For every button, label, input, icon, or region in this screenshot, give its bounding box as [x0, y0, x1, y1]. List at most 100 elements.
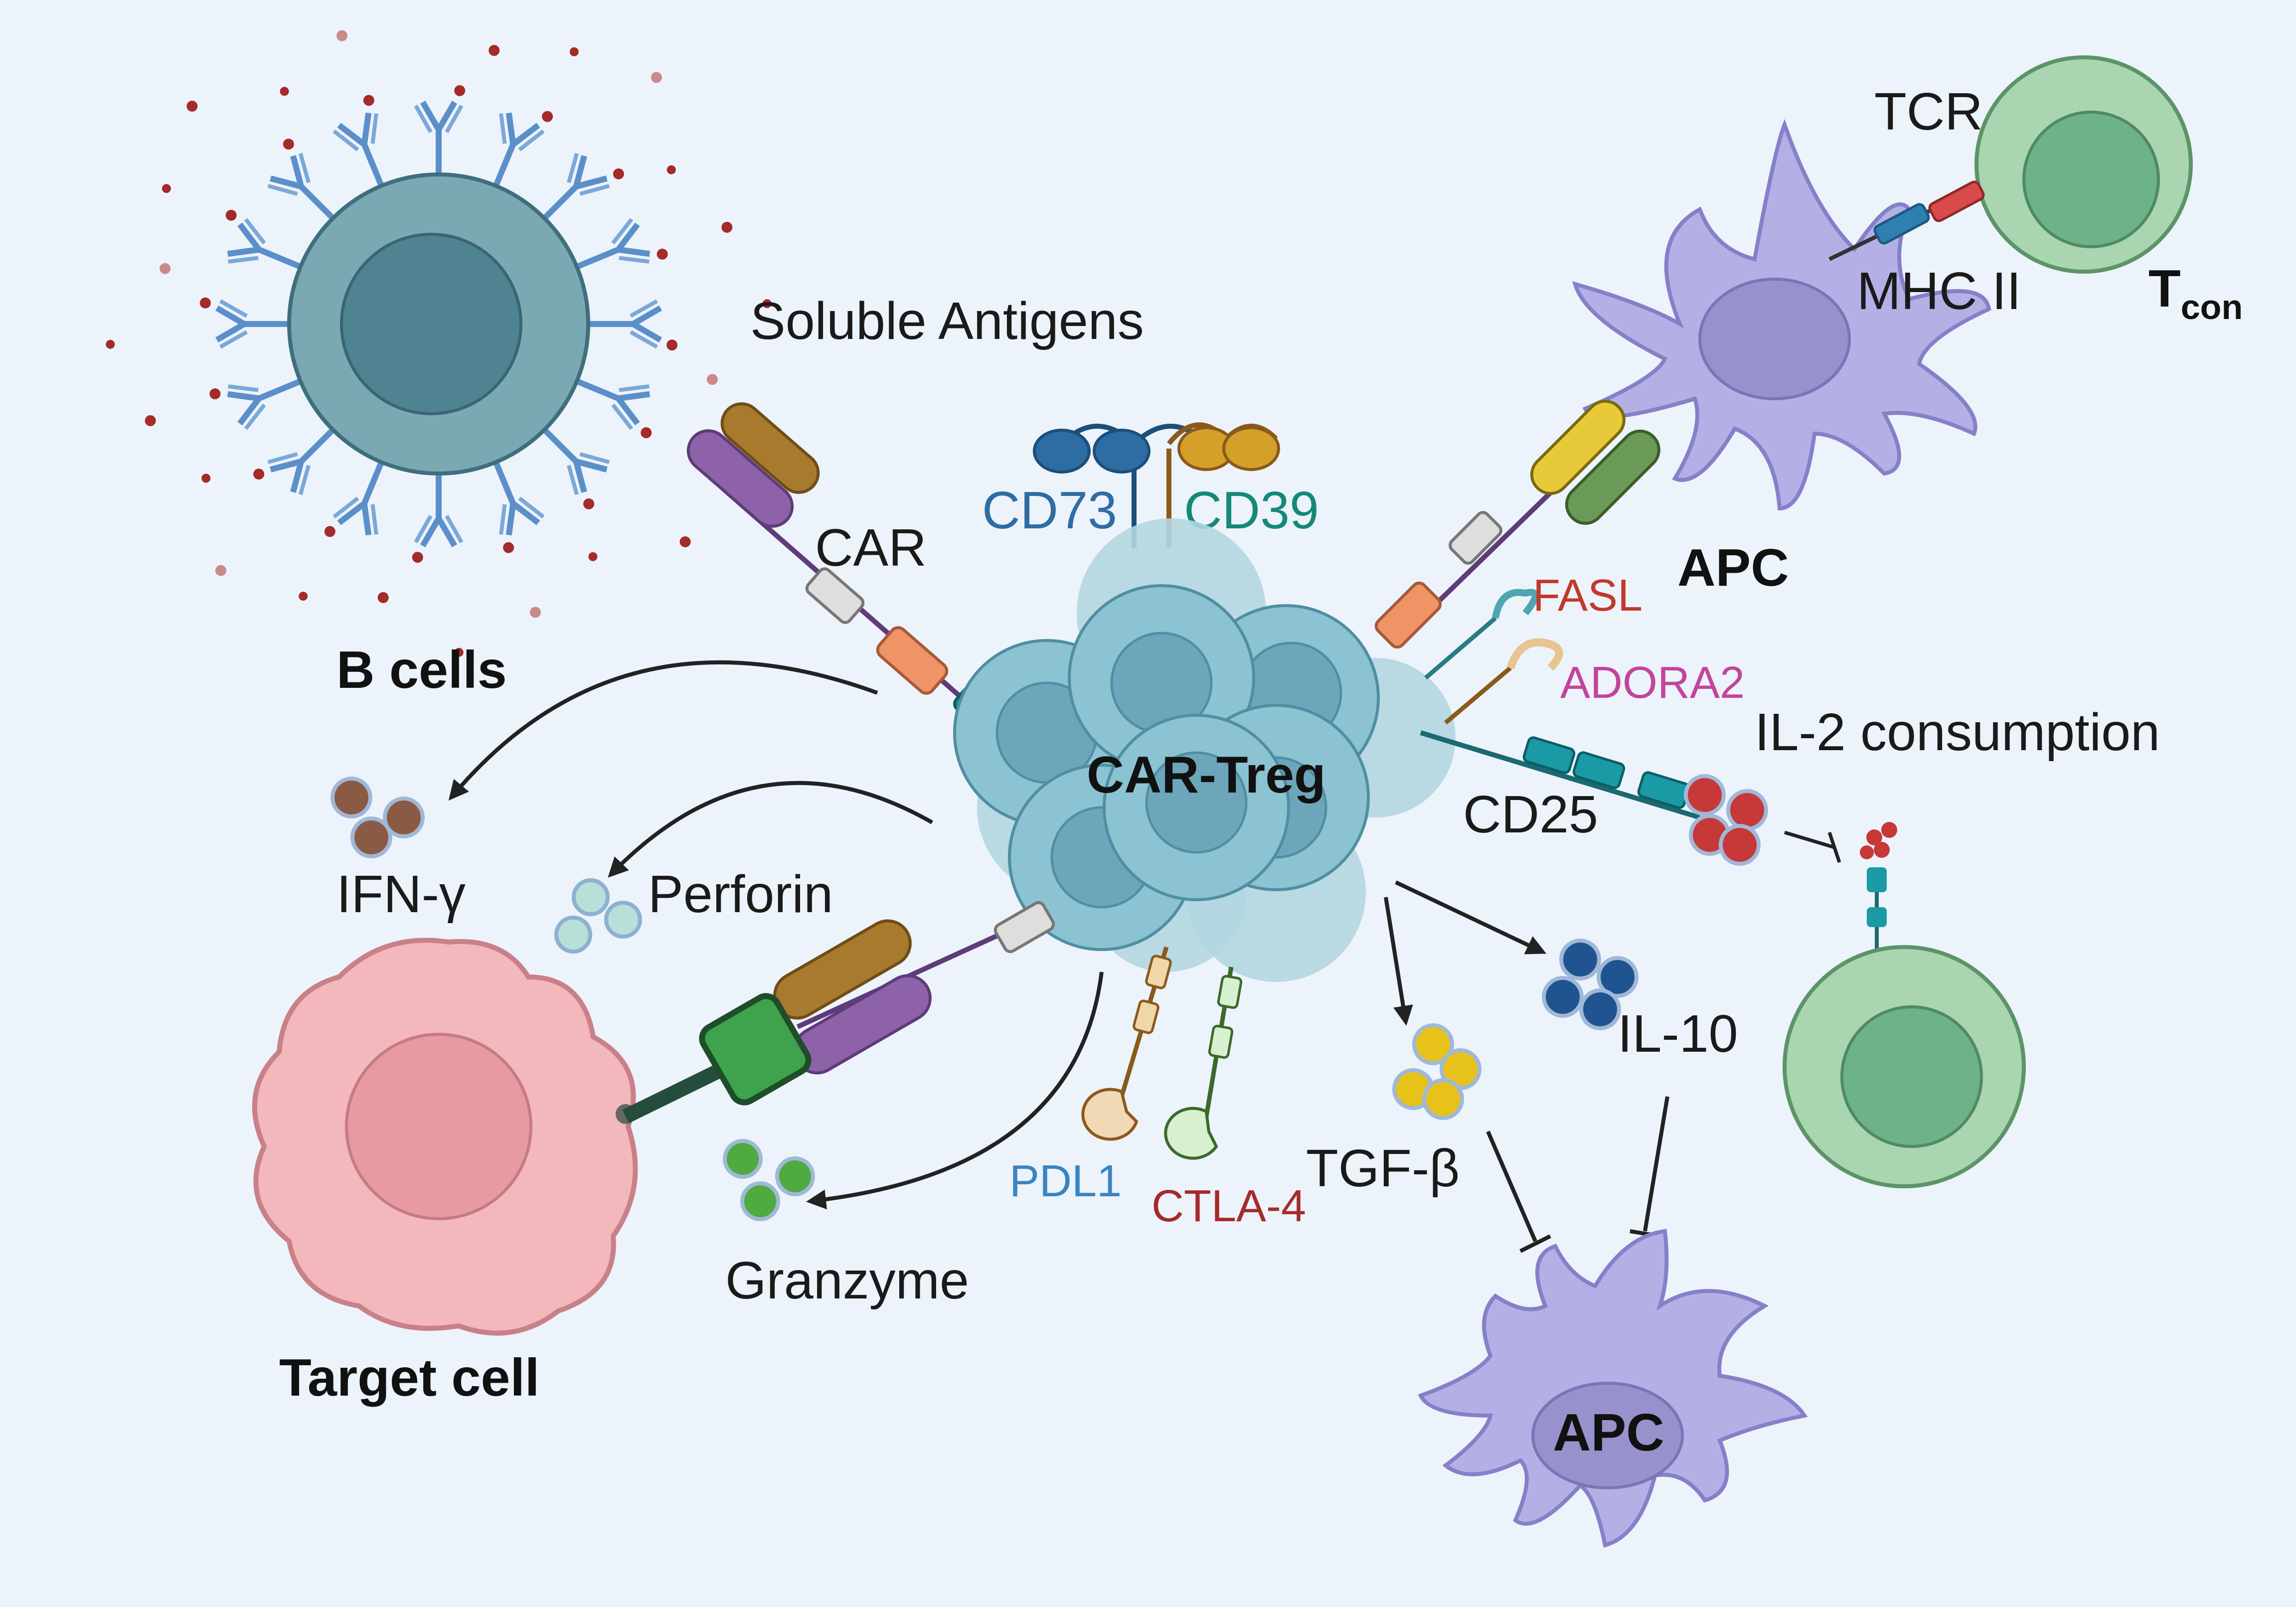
antibody — [267, 153, 337, 222]
antigen-dot — [225, 209, 237, 221]
antigen-dot — [656, 248, 668, 260]
target-cell — [252, 938, 638, 1336]
antigen-dot — [529, 607, 541, 618]
soluble-antigen-dots — [106, 0, 772, 657]
cd25-receptor — [1420, 730, 1701, 820]
antigen-dot — [489, 45, 500, 56]
antigen-dot — [186, 101, 198, 112]
antibody — [492, 459, 545, 536]
ctla4-molecule — [1164, 966, 1243, 1160]
antigen-dot — [299, 592, 308, 601]
antibody — [215, 299, 292, 349]
b-cell — [106, 0, 772, 657]
antigen-dot — [377, 592, 389, 603]
tcon-cell-lower — [1783, 945, 2026, 1188]
il2-consumption-label: IL-2 consumption — [1755, 703, 2160, 762]
antigen-dot — [336, 30, 348, 41]
target-cell-label: Target cell — [279, 1348, 539, 1407]
antigen-dot — [253, 469, 265, 480]
antigen-dot — [721, 222, 733, 233]
tcr-mhc-complex — [1828, 180, 1985, 261]
antigen-dot — [569, 47, 579, 56]
antigen-dot — [209, 388, 221, 400]
pdl1-label: PDL1 — [1009, 1156, 1122, 1206]
tgf-beta-cluster — [1392, 1023, 1481, 1120]
antigen-dot — [666, 165, 676, 174]
tgf-beta-label: TGF-β — [1306, 1139, 1460, 1198]
antigen-dot — [162, 184, 171, 193]
tgf-inhibit-line — [1486, 1130, 1537, 1242]
antibody — [227, 377, 304, 430]
antigen-dot — [201, 474, 211, 483]
perforin-cluster — [554, 878, 642, 954]
il10-cluster — [1542, 939, 1639, 1030]
antigen-dot — [283, 139, 294, 150]
il2-inhibit-line — [1784, 830, 1835, 849]
antibody — [573, 377, 651, 430]
granzyme-cluster — [723, 1139, 815, 1221]
antigen-dot — [199, 297, 211, 309]
apc-bottom — [1418, 1229, 1808, 1548]
antigen-dot — [613, 168, 624, 179]
antigen-dot — [542, 111, 553, 122]
antibody — [414, 471, 464, 548]
antigen-dot — [106, 339, 115, 349]
antigen-dot — [679, 536, 691, 547]
antigen-dot — [762, 299, 772, 309]
ifn-gamma-label: IFN-γ — [336, 865, 466, 924]
antibody — [414, 100, 464, 177]
antigen-dot — [503, 542, 514, 553]
fasl-label: FASL — [1533, 571, 1642, 621]
granzyme-label: Granzyme — [725, 1251, 969, 1310]
tgf-inhibit-bar — [1519, 1234, 1551, 1253]
antigen-dot — [588, 552, 598, 561]
antigen-dot — [324, 526, 335, 537]
apc-bottom-label: APC — [1553, 1403, 1664, 1462]
adora2-label: ADORA2 — [1560, 658, 1745, 708]
antigen-dot — [583, 498, 595, 509]
car-label: CAR — [815, 518, 927, 577]
antibody — [573, 218, 651, 271]
car-treg-label: CAR-Treg — [1087, 746, 1326, 804]
ifn-gamma-cluster — [330, 777, 425, 858]
antibody-ring — [215, 100, 662, 548]
car-treg-cluster — [953, 518, 1456, 982]
antigen-dot — [160, 263, 171, 274]
arrow-perforin — [608, 781, 933, 878]
antigen-dot — [706, 374, 718, 385]
antigen-dot — [666, 339, 678, 351]
antigen-dot — [280, 87, 289, 96]
il10-inhibit-line — [1643, 1096, 1669, 1232]
ctla4-label: CTLA-4 — [1151, 1181, 1306, 1231]
antibody — [540, 426, 610, 495]
antigen-dot — [412, 552, 423, 563]
tcr-label: TCR — [1874, 82, 1983, 141]
b-cells-label: B cells — [336, 641, 507, 699]
mhc-ii-label: MHC II — [1857, 262, 2021, 321]
pdl1-molecule — [1081, 946, 1172, 1141]
cd25-label: CD25 — [1463, 785, 1598, 844]
soluble-antigens-label: Soluble Antigens — [750, 292, 1144, 350]
arrow-granzyme — [806, 971, 1104, 1210]
tcon-label: Tcon — [2148, 259, 2243, 326]
il2-inhibit-bar — [1827, 831, 1841, 863]
tcon-cell — [1974, 55, 2193, 274]
antigen-dot — [641, 427, 652, 439]
cd73-label: CD73 — [982, 481, 1117, 540]
antigen-dot — [651, 72, 662, 83]
antibody — [332, 112, 385, 189]
antigen-dot — [454, 85, 466, 96]
antibody — [586, 299, 662, 349]
small-il2-dots — [1860, 822, 1897, 859]
adora2-molecule — [1444, 638, 1563, 725]
il2-cluster — [1684, 774, 1768, 866]
antigen-dot — [215, 565, 227, 576]
antibody — [332, 459, 385, 536]
car-receptor-lower — [622, 901, 1055, 1124]
apc-top-label: APC — [1677, 538, 1789, 597]
b-cell-nucleus — [340, 233, 522, 415]
antibody — [492, 112, 545, 189]
arrow-ifn — [448, 660, 878, 801]
arrow-il10 — [1395, 880, 1547, 955]
antigen-dot — [363, 95, 374, 106]
